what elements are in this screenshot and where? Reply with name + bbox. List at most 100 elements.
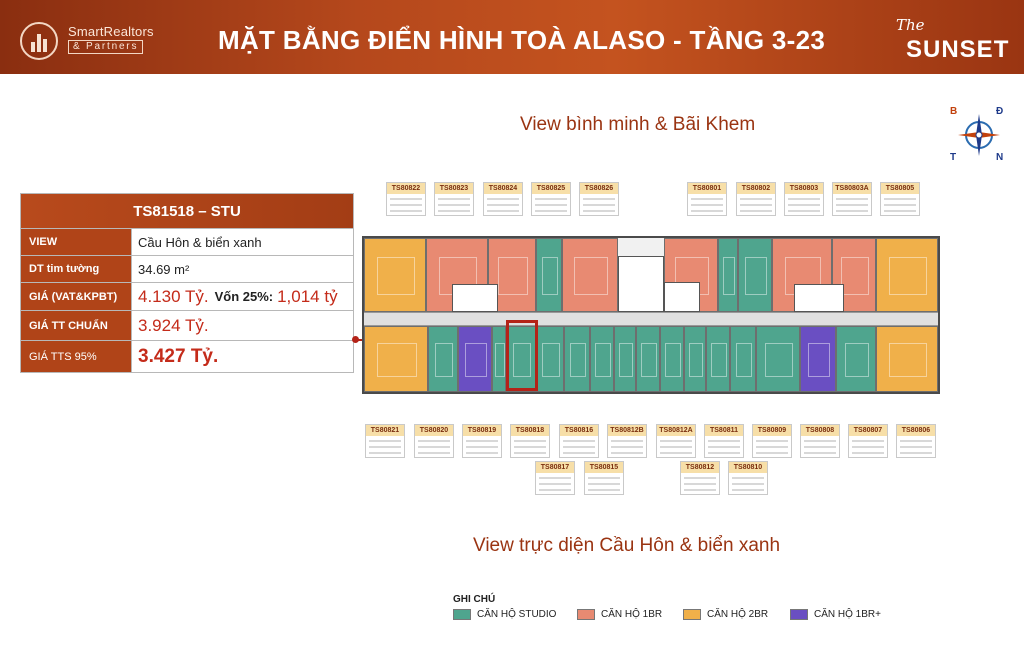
unit-spec-line bbox=[756, 452, 788, 454]
unit-label[interactable]: TS80817 bbox=[535, 461, 575, 495]
unit-spec-line bbox=[539, 489, 571, 491]
plan-unit[interactable] bbox=[800, 326, 836, 392]
plan-unit[interactable] bbox=[506, 326, 536, 392]
unit-spec-line bbox=[708, 452, 740, 454]
plan-unit[interactable] bbox=[836, 326, 876, 392]
unit-spec-line bbox=[708, 446, 740, 448]
plan-unit[interactable] bbox=[718, 238, 738, 312]
unit-spec-line bbox=[514, 446, 546, 448]
connector-dot bbox=[352, 336, 359, 343]
unit-label[interactable]: TS80824 bbox=[483, 182, 523, 216]
unit-label[interactable]: TS80819 bbox=[462, 424, 502, 458]
plan-unit[interactable] bbox=[684, 326, 706, 392]
info-label: DT tim tường bbox=[21, 256, 131, 282]
unit-label[interactable]: TS80801 bbox=[687, 182, 727, 216]
unit-label[interactable]: TS80815 bbox=[584, 461, 624, 495]
plan-unit[interactable] bbox=[564, 326, 590, 392]
plan-unit[interactable] bbox=[738, 238, 772, 312]
unit-label[interactable]: TS80826 bbox=[579, 182, 619, 216]
unit-spec-line bbox=[836, 210, 868, 212]
unit-spec-line bbox=[756, 440, 788, 442]
unit-spec-line bbox=[583, 204, 615, 206]
plan-unit[interactable] bbox=[756, 326, 800, 392]
plan-unit[interactable] bbox=[660, 326, 684, 392]
unit-label[interactable]: TS80818 bbox=[510, 424, 550, 458]
info-row-price-standard: GIÁ TT CHUẨN 3.924 Tỷ. bbox=[21, 310, 353, 340]
plan-unit[interactable] bbox=[730, 326, 756, 392]
unit-spec-line bbox=[900, 446, 932, 448]
corridor bbox=[364, 312, 938, 326]
info-row-view: VIEW Cầu Hôn & biển xanh bbox=[21, 228, 353, 255]
unit-code: TS80805 bbox=[881, 183, 919, 194]
info-row-price-tts: GIÁ TTS 95% 3.427 Tỷ. bbox=[21, 340, 353, 372]
plan-unit[interactable] bbox=[458, 326, 492, 392]
unit-spec-line bbox=[684, 483, 716, 485]
capital-label: Vốn 25%: bbox=[214, 289, 274, 304]
unit-label[interactable]: TS80808 bbox=[800, 424, 840, 458]
unit-label[interactable]: TS80812B bbox=[607, 424, 647, 458]
unit-code: TS80803A bbox=[833, 183, 871, 194]
legend-item-1br-plus: CĂN HỘ 1BR+ bbox=[790, 607, 881, 621]
unit-label[interactable]: TS80812A bbox=[656, 424, 696, 458]
plan-unit[interactable] bbox=[364, 326, 428, 392]
unit-spec-line bbox=[438, 198, 470, 200]
unit-code: TS80811 bbox=[705, 425, 743, 436]
plan-unit[interactable] bbox=[876, 238, 938, 312]
unit-spec-line bbox=[611, 452, 643, 454]
plan-unit[interactable] bbox=[364, 238, 426, 312]
plan-unit[interactable] bbox=[876, 326, 938, 392]
unit-spec-line bbox=[684, 477, 716, 479]
unit-label[interactable]: TS80812 bbox=[680, 461, 720, 495]
unit-spec-line bbox=[788, 198, 820, 200]
plan-unit[interactable] bbox=[614, 326, 636, 392]
selected-unit-highlight[interactable] bbox=[506, 320, 538, 391]
unit-info-table: TS81518 – STU VIEW Cầu Hôn & biển xanh D… bbox=[20, 193, 354, 373]
plan-unit[interactable] bbox=[536, 326, 564, 392]
unit-spec-line bbox=[788, 204, 820, 206]
unit-label[interactable]: TS80810 bbox=[728, 461, 768, 495]
unit-code: TS80818 bbox=[511, 425, 549, 436]
unit-label[interactable]: TS80825 bbox=[531, 182, 571, 216]
unit-label[interactable]: TS80816 bbox=[559, 424, 599, 458]
unit-label[interactable]: TS80820 bbox=[414, 424, 454, 458]
plan-unit[interactable] bbox=[562, 238, 618, 312]
unit-spec-line bbox=[588, 483, 620, 485]
page-title: MẶT BẰNG ĐIỂN HÌNH TOÀ ALASO - TẦNG 3-23 bbox=[218, 25, 826, 55]
plan-unit[interactable] bbox=[492, 326, 506, 392]
unit-code: TS80822 bbox=[387, 183, 425, 194]
unit-spec-line bbox=[740, 198, 772, 200]
unit-label[interactable]: TS80809 bbox=[752, 424, 792, 458]
unit-label[interactable]: TS80811 bbox=[704, 424, 744, 458]
unit-spec-line bbox=[418, 440, 450, 442]
unit-label[interactable]: TS80823 bbox=[434, 182, 474, 216]
unit-spec-line bbox=[691, 198, 723, 200]
info-value: Cầu Hôn & biển xanh bbox=[131, 229, 353, 255]
plan-unit[interactable] bbox=[536, 238, 562, 312]
unit-label[interactable]: TS80802 bbox=[736, 182, 776, 216]
unit-spec-line bbox=[535, 204, 567, 206]
unit-spec-line bbox=[660, 446, 692, 448]
unit-spec-line bbox=[756, 446, 788, 448]
plan-unit[interactable] bbox=[428, 326, 458, 392]
unit-label[interactable]: TS80805 bbox=[880, 182, 920, 216]
unit-spec-line bbox=[487, 210, 519, 212]
unit-code: TS80801 bbox=[688, 183, 726, 194]
unit-spec-line bbox=[466, 452, 498, 454]
unit-spec-line bbox=[535, 198, 567, 200]
price-vat-value: 4.130 Tỷ. bbox=[138, 286, 209, 306]
unit-label[interactable]: TS80821 bbox=[365, 424, 405, 458]
unit-label[interactable]: TS80807 bbox=[848, 424, 888, 458]
unit-label[interactable]: TS80806 bbox=[896, 424, 936, 458]
unit-code: TS80810 bbox=[729, 462, 767, 473]
unit-label[interactable]: TS80803A bbox=[832, 182, 872, 216]
unit-label[interactable]: TS80822 bbox=[386, 182, 426, 216]
unit-spec-line bbox=[852, 452, 884, 454]
plan-unit[interactable] bbox=[636, 326, 660, 392]
unit-label[interactable]: TS80803 bbox=[784, 182, 824, 216]
plan-unit[interactable] bbox=[706, 326, 730, 392]
compass-label-d: Đ bbox=[996, 106, 1004, 117]
unit-code: TS80826 bbox=[580, 183, 618, 194]
info-row-area: DT tim tường 34.69 m² bbox=[21, 255, 353, 282]
plan-unit[interactable] bbox=[590, 326, 614, 392]
